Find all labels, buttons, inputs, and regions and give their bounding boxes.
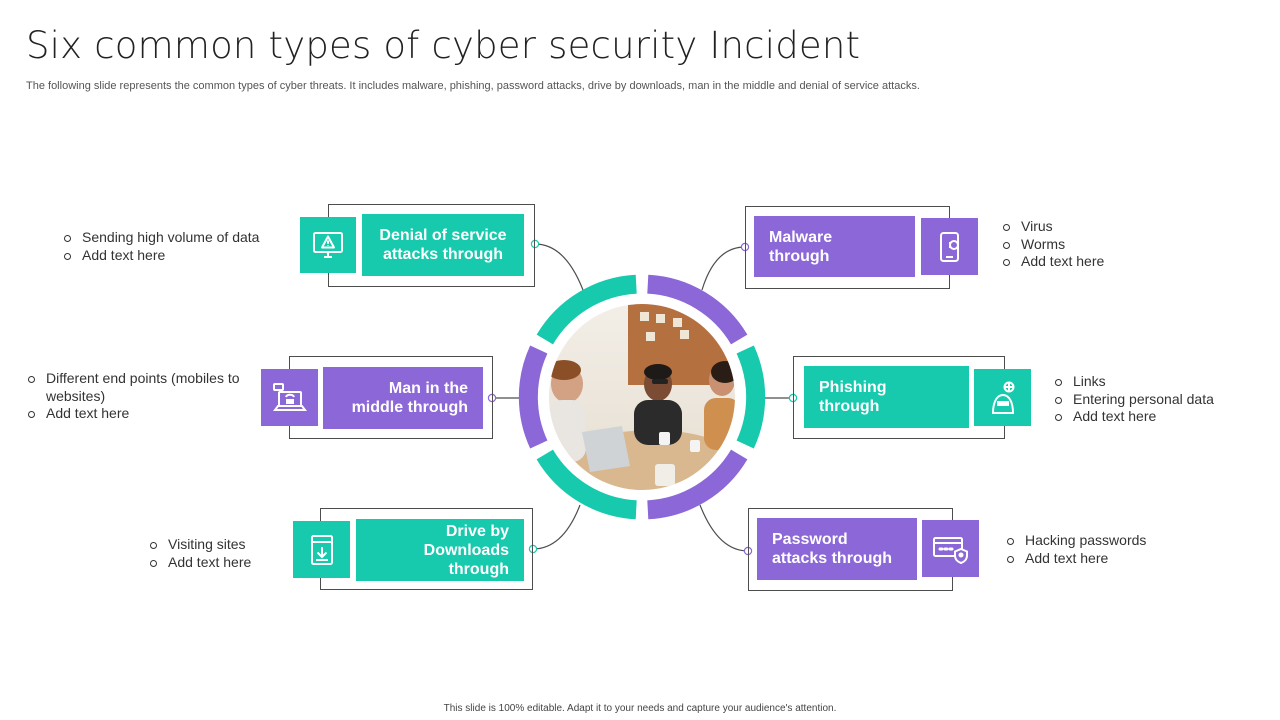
item-label: Denial of service attacks through bbox=[362, 214, 524, 276]
item-bullets: Hacking passwords Add text here bbox=[1006, 532, 1206, 567]
item-bullets: Links Entering personal data Add text he… bbox=[1054, 373, 1269, 426]
segmented-ring bbox=[518, 274, 766, 520]
bullet-item: Hacking passwords bbox=[1006, 532, 1206, 550]
bullet-item: Visiting sites bbox=[149, 536, 289, 554]
bullet-item: Add text here bbox=[149, 554, 289, 572]
bullet-item: Add text here bbox=[1002, 253, 1202, 271]
ring-segment-top-left bbox=[536, 274, 637, 345]
ring-segment-bottom-right bbox=[647, 449, 748, 520]
bullet-item: Links bbox=[1054, 373, 1269, 391]
page-subtitle: The following slide represents the commo… bbox=[26, 80, 920, 92]
ring-segment-top-right bbox=[647, 274, 748, 345]
ring-segment-bottom-left bbox=[536, 449, 637, 520]
password-shield-icon bbox=[922, 520, 979, 577]
monitor-warning-icon bbox=[300, 217, 356, 273]
item-label: Man in the middle through bbox=[323, 367, 483, 429]
bullet-item: Add text here bbox=[1006, 550, 1206, 568]
bullet-item: Different end points (mobiles to website… bbox=[27, 370, 252, 405]
bullet-item: Add text here bbox=[63, 247, 293, 265]
item-bullets: Sending high volume of data Add text her… bbox=[63, 229, 293, 264]
page-title: Six common types of cyber security Incid… bbox=[26, 24, 861, 67]
item-label: Phishing through bbox=[804, 366, 969, 428]
item-bullets: Virus Worms Add text here bbox=[1002, 218, 1202, 271]
item-bullets: Visiting sites Add text here bbox=[149, 536, 289, 571]
item-label: Drive by Downloads through bbox=[356, 519, 524, 581]
bullet-item: Add text here bbox=[27, 405, 252, 423]
ring-segment-left bbox=[518, 345, 548, 449]
item-bullets: Different end points (mobiles to website… bbox=[27, 370, 252, 423]
bullet-item: Sending high volume of data bbox=[63, 229, 293, 247]
connector-lines bbox=[492, 243, 793, 552]
bullet-item: Worms bbox=[1002, 236, 1202, 254]
ring-segment-right bbox=[736, 345, 766, 449]
mobile-bug-icon bbox=[921, 218, 978, 275]
bullet-item: Add text here bbox=[1054, 408, 1269, 426]
laptop-hacker-icon bbox=[261, 369, 318, 426]
footer-note: This slide is 100% editable. Adapt it to… bbox=[443, 703, 837, 714]
hacker-globe-icon bbox=[974, 369, 1031, 426]
item-label: Password attacks through bbox=[757, 518, 917, 580]
download-icon bbox=[293, 521, 350, 578]
item-label: Malware through bbox=[754, 216, 915, 277]
bullet-item: Entering personal data bbox=[1054, 391, 1269, 409]
bullet-item: Virus bbox=[1002, 218, 1202, 236]
